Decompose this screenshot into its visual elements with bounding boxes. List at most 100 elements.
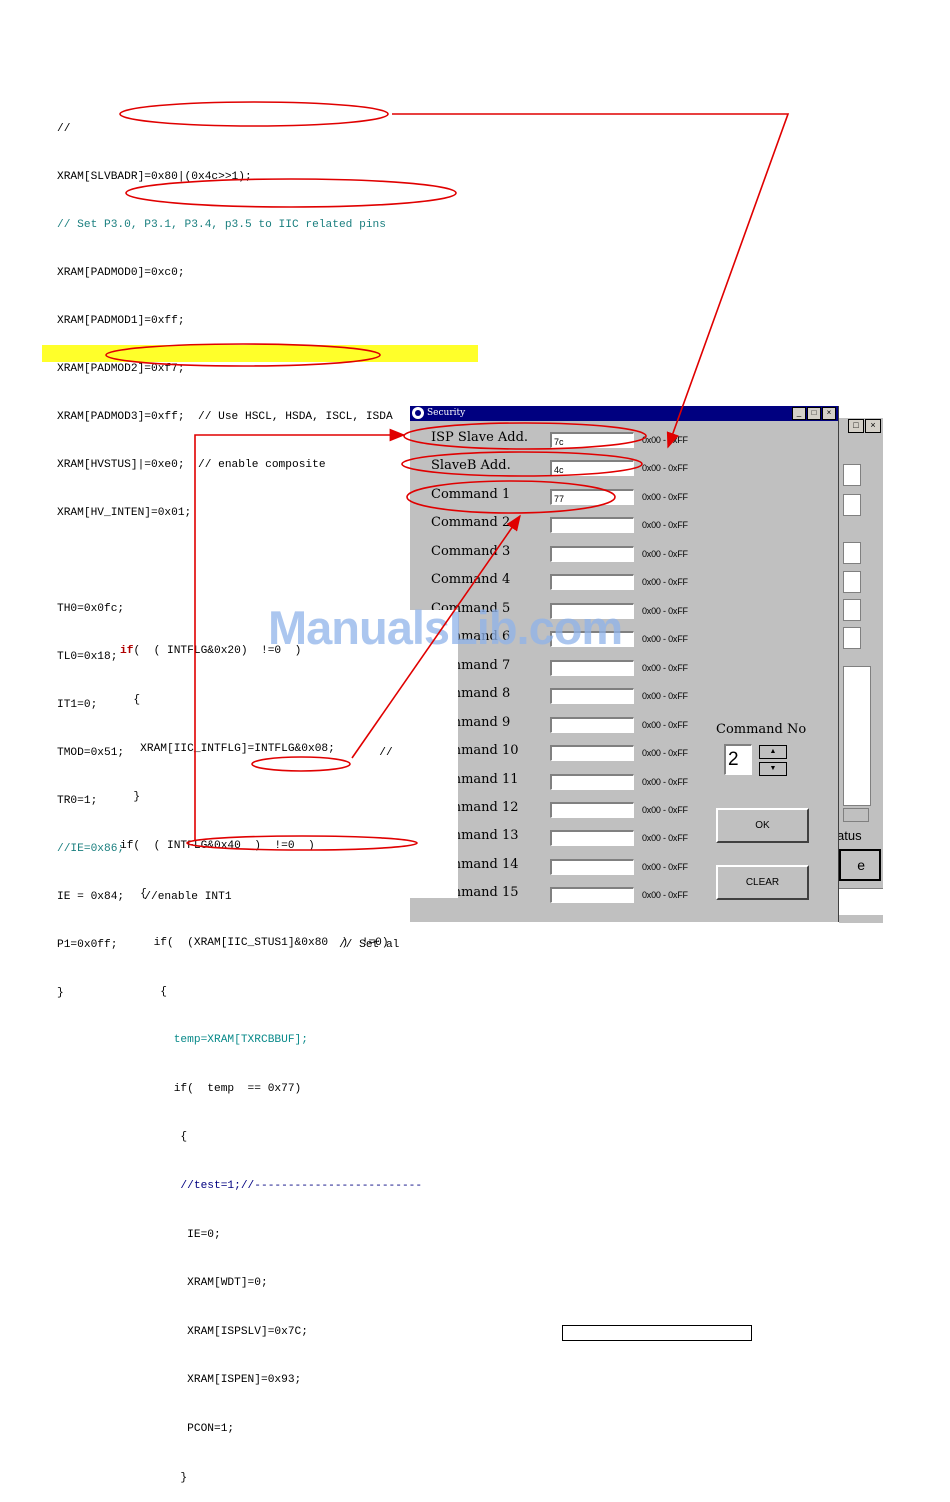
- code-line: TH0=0x0fc;: [57, 603, 125, 615]
- code-line: {: [120, 1131, 188, 1144]
- range-hint: 0x00 - 0xFF: [642, 577, 688, 587]
- code-line: // Set P3.0, P3.1, P3.4, p3.5 to IIC rel…: [57, 219, 386, 231]
- arrow-down-icon: ▼: [769, 765, 777, 772]
- code-line: {: [120, 888, 147, 901]
- code-line: XRAM[SLVBADR]=0x80|(0x4c>>1);: [57, 171, 252, 183]
- arrow-slvbadr: [392, 113, 790, 449]
- range-hint: 0x00 - 0xFF: [642, 748, 688, 758]
- field-input[interactable]: [550, 546, 634, 562]
- security-window: Security _ □ × ISP Slave Add. 7c 0x00 - 0x…: [410, 406, 839, 922]
- spin-down-button[interactable]: ▼: [759, 762, 787, 776]
- field-input[interactable]: [550, 802, 634, 818]
- code-line: PCON=1;: [120, 1422, 235, 1435]
- range-hint: 0x00 - 0xFF: [642, 606, 688, 616]
- bg-field: [843, 542, 861, 564]
- field-label: Command 3: [431, 544, 511, 559]
- field-input[interactable]: [550, 887, 634, 903]
- field-input[interactable]: [550, 603, 634, 619]
- code-line: TL0=0x18;: [57, 651, 118, 663]
- close-icon[interactable]: ×: [865, 419, 881, 433]
- field-input[interactable]: [550, 745, 634, 761]
- bg-listbox: [843, 666, 871, 806]
- code-line: if( temp == 0x77): [120, 1082, 302, 1095]
- code-line: XRAM[WDT]=0;: [120, 1277, 268, 1290]
- range-hint: 0x00 - 0xFF: [642, 805, 688, 815]
- bg-button[interactable]: e: [839, 849, 881, 881]
- code-line: {: [120, 694, 141, 706]
- background-window: □ × atus e: [837, 418, 883, 923]
- range-hint: 0x00 - 0xFF: [642, 463, 688, 473]
- range-hint: 0x00 - 0xFF: [642, 777, 688, 787]
- field-input[interactable]: [550, 660, 634, 676]
- range-hint: 0x00 - 0xFF: [642, 492, 688, 502]
- ok-button[interactable]: OK: [716, 808, 809, 843]
- code-line: XRAM[PADMOD1]=0xff;: [57, 315, 185, 327]
- field-input[interactable]: [550, 830, 634, 846]
- field-input[interactable]: [550, 717, 634, 733]
- field-input[interactable]: [550, 517, 634, 533]
- field-input[interactable]: [550, 631, 634, 647]
- bg-status-text: atus: [837, 828, 862, 843]
- command-no-label: Command No: [716, 722, 807, 737]
- page-number-box: [562, 1325, 752, 1341]
- bg-field: [843, 464, 861, 486]
- field-label: Command 2: [431, 515, 511, 530]
- code-line: XRAM[HVSTUS]|=0xe0; // enable composite: [57, 459, 326, 471]
- field-input[interactable]: 4c: [550, 460, 634, 476]
- bg-field: [843, 599, 861, 621]
- field-input[interactable]: 7c: [550, 432, 634, 448]
- code-line: XRAM[PADMOD0]=0xc0;: [57, 267, 185, 279]
- range-hint: 0x00 - 0xFF: [642, 833, 688, 843]
- range-hint: 0x00 - 0xFF: [642, 663, 688, 673]
- bg-field: [843, 494, 861, 516]
- code-line: XRAM[HV_INTEN]=0x01;: [57, 507, 192, 519]
- window-title: Security: [427, 408, 466, 418]
- range-hint: 0x00 - 0xFF: [642, 435, 688, 445]
- code-line: TR0=1;: [57, 795, 98, 807]
- range-hint: 0x00 - 0xFF: [642, 549, 688, 559]
- code-line: }: [57, 987, 64, 999]
- code-line: if( (XRAM[IIC_STUS1]&0x80 ) !=0): [120, 936, 389, 949]
- top-code-block: // XRAM[SLVBADR]=0x80|(0x4c>>1); // Set …: [57, 89, 399, 1017]
- code-line: IE=0;: [120, 1228, 221, 1241]
- command-no-input[interactable]: 2: [724, 744, 752, 775]
- code-line: IE = 0x84; //enable INT1: [57, 891, 232, 903]
- field-input[interactable]: 77: [550, 489, 634, 505]
- minimize-button[interactable]: _: [792, 407, 806, 420]
- code-line: if( ( INTFLG&0x40 ) !=0 ): [120, 839, 315, 852]
- field-input[interactable]: [550, 859, 634, 875]
- code-line: temp=XRAM[TXRCBBUF];: [120, 1034, 308, 1047]
- code-line: XRAM[ISPSLV]=0x7C;: [120, 1325, 308, 1338]
- bg-scroll: [843, 808, 869, 822]
- field-input[interactable]: [550, 774, 634, 790]
- field-label: SlaveB Add.: [431, 458, 511, 473]
- close-button[interactable]: ×: [822, 407, 836, 420]
- range-hint: 0x00 - 0xFF: [642, 691, 688, 701]
- code-line: //IE=0x86;: [57, 843, 125, 855]
- bg-field: [843, 627, 861, 649]
- code-line: XRAM[PADMOD2]=0xf7;: [57, 363, 185, 375]
- code-line: XRAM[IIC_INTFLG]=INTFLG&0x08;: [120, 742, 335, 755]
- bg-field: [843, 571, 861, 593]
- field-input[interactable]: [550, 574, 634, 590]
- code-line: //test=1;//-------------------------: [120, 1179, 423, 1192]
- range-hint: 0x00 - 0xFF: [642, 634, 688, 644]
- maximize-button[interactable]: □: [807, 407, 821, 420]
- field-input[interactable]: [550, 688, 634, 704]
- bottom-code-block: if( ( INTFLG&0x20) !=0 ) { XRAM[IIC_INTF…: [120, 611, 422, 1502]
- field-label: Command 1: [431, 487, 511, 502]
- field-label: ISP Slave Add.: [431, 430, 529, 445]
- spin-up-button[interactable]: ▲: [759, 745, 787, 759]
- window-titlebar[interactable]: Security _ □ ×: [410, 406, 838, 421]
- code-line: XRAM[ISPEN]=0x93;: [120, 1374, 302, 1387]
- code-line: {: [120, 985, 167, 998]
- field-label: Command 4: [431, 572, 511, 587]
- maximize-icon[interactable]: □: [848, 419, 864, 433]
- code-line: }: [120, 1471, 188, 1484]
- range-hint: 0x00 - 0xFF: [642, 862, 688, 872]
- arrow-up-icon: ▲: [769, 748, 777, 755]
- clear-button[interactable]: CLEAR: [716, 865, 809, 900]
- code-line: XRAM[PADMOD3]=0xff; // Use HSCL, HSDA, I…: [57, 411, 393, 423]
- code-line: [57, 553, 399, 569]
- range-hint: 0x00 - 0xFF: [642, 890, 688, 900]
